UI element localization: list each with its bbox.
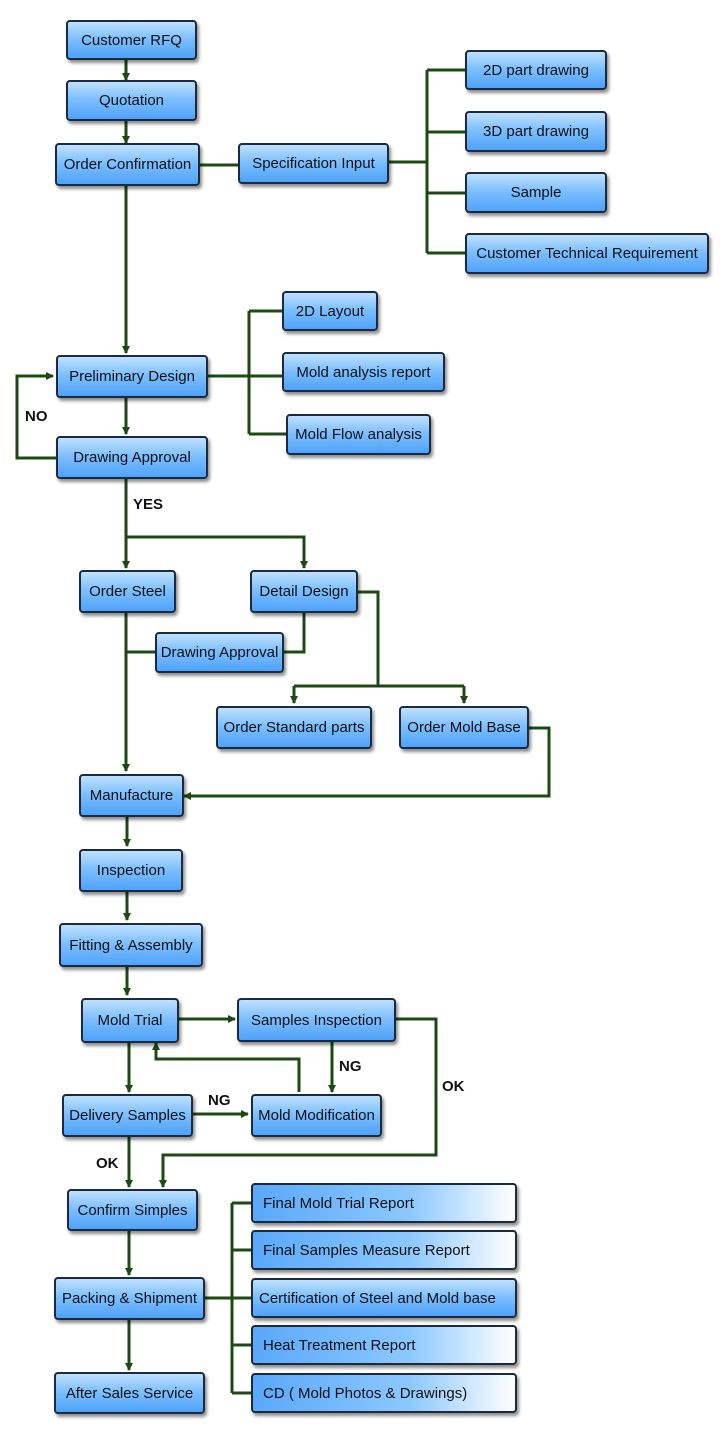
manufacture-box: Manufacture	[79, 774, 184, 817]
confirm-simples-box: Confirm Simples	[67, 1189, 198, 1231]
specification-input-box: Specification Input	[238, 143, 389, 184]
samples-inspection-box: Samples Inspection	[237, 998, 396, 1042]
detail-design-box: Detail Design	[250, 570, 358, 613]
packing-shipment-box: Packing & Shipment	[54, 1277, 205, 1320]
mold-flow-analysis-box: Mold Flow analysis	[286, 414, 431, 455]
mold-trial-box: Mold Trial	[81, 998, 179, 1043]
drawing-approval-box-1: Drawing Approval	[56, 436, 208, 479]
heat-treatment-report-box: Heat Treatment Report	[251, 1325, 517, 1365]
ng-label-samples-inspection: NG	[339, 1058, 362, 1075]
ng-label-delivery-samples: NG	[208, 1092, 231, 1109]
order-steel-box: Order Steel	[79, 570, 176, 613]
delivery-samples-box: Delivery Samples	[62, 1094, 193, 1137]
2d-part-drawing-box: 2D part drawing	[465, 50, 607, 90]
order-mold-base-box: Order Mold Base	[399, 706, 529, 749]
final-samples-measure-report-box: Final Samples Measure Report	[251, 1230, 517, 1270]
preliminary-design-box: Preliminary Design	[56, 355, 208, 398]
no-label: NO	[25, 408, 48, 425]
mold-analysis-report-box: Mold analysis report	[282, 352, 445, 392]
2d-layout-box: 2D Layout	[282, 291, 378, 331]
final-mold-trial-report-box: Final Mold Trial Report	[251, 1183, 517, 1223]
after-sales-service-box: After Sales Service	[54, 1372, 205, 1414]
quotation-box: Quotation	[66, 80, 197, 121]
inspection-box: Inspection	[79, 849, 183, 892]
cd-mold-photos-drawings-box: CD ( Mold Photos & Drawings)	[251, 1373, 517, 1413]
ok-label-samples-inspection: OK	[442, 1078, 465, 1095]
order-standard-parts-box: Order Standard parts	[216, 706, 372, 749]
3d-part-drawing-box: 3D part drawing	[465, 111, 607, 152]
yes-label: YES	[133, 496, 164, 513]
certification-steel-mold-base-box: Certification of Steel and Mold base	[251, 1278, 517, 1318]
order-confirmation-box: Order Confirmation	[55, 143, 200, 186]
mold-modification-box: Mold Modification	[251, 1094, 382, 1137]
fitting-assembly-box: Fitting & Assembly	[59, 923, 203, 967]
drawing-approval-box-2: Drawing Approval	[155, 632, 284, 673]
customer-technical-requirement-box: Customer Technical Requirement	[465, 233, 709, 274]
sample-box: Sample	[465, 172, 607, 213]
customer-rfq-box: Customer RFQ	[66, 20, 197, 60]
ok-label-delivery-samples: OK	[96, 1155, 119, 1172]
